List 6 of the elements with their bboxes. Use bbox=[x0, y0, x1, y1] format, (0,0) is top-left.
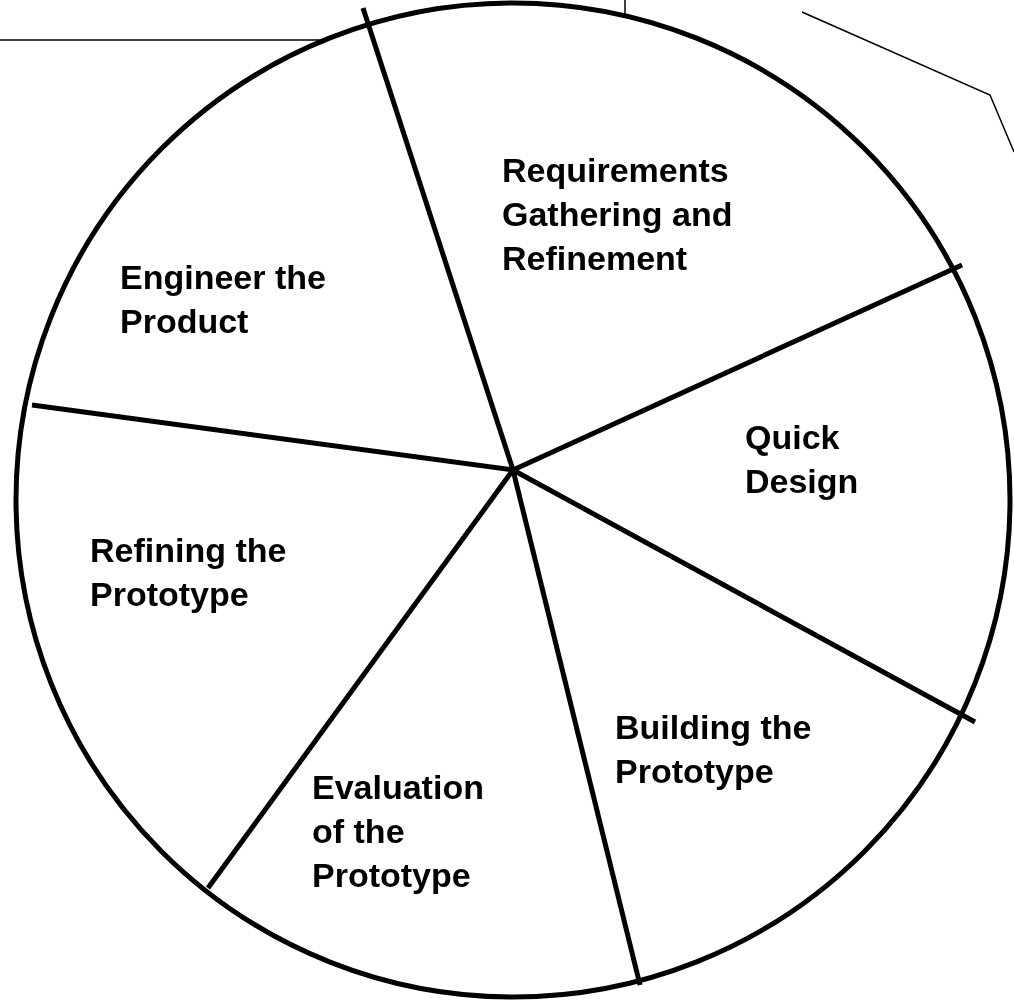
segment-label: Quick Design bbox=[745, 415, 905, 503]
segment-label: Building the Prototype bbox=[615, 705, 905, 793]
segment-label: Refining the Prototype bbox=[90, 528, 380, 616]
segment-label: Evaluation of the Prototype bbox=[312, 765, 522, 897]
segment-label: Requirements Gathering and Refinement bbox=[502, 148, 842, 280]
segment-label: Engineer the Product bbox=[120, 255, 420, 343]
